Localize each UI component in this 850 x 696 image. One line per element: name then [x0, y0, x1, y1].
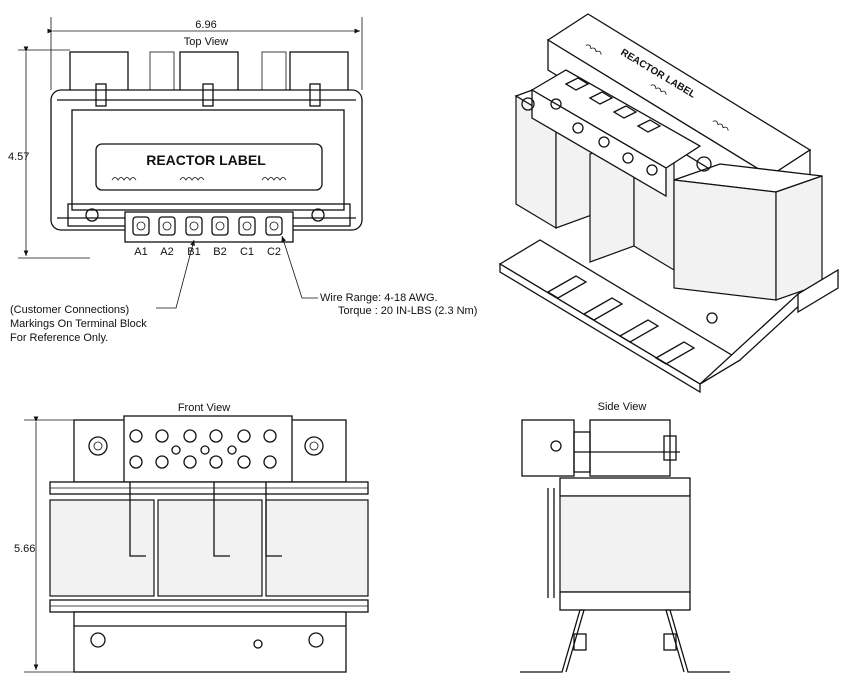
connections-leader [156, 239, 195, 309]
iso-slot [546, 275, 588, 299]
front-coil-a [49, 499, 155, 597]
coil-top-c [289, 51, 349, 93]
terminal-label-b1: B1 [187, 246, 200, 258]
terminal-label-a1: A1 [134, 246, 147, 258]
terminal-label-a2: A2 [160, 246, 173, 258]
height-dimension: 5.66 [14, 543, 35, 555]
side-view: Side View [520, 401, 730, 673]
isometric-view: REACTOR LABEL [498, 13, 839, 394]
terminal-label-c2: C2 [267, 246, 281, 258]
coil-top-b [179, 51, 239, 93]
reactor-label-plate [95, 143, 323, 191]
width-dimension: 6.96 [195, 19, 216, 31]
wire-range-leader [281, 235, 318, 299]
side-view-title: Side View [598, 401, 647, 413]
note-connections-2: Markings On Terminal Block [10, 318, 147, 330]
front-terminal-block [123, 415, 293, 483]
iso-stud [521, 97, 535, 111]
front-view-title: Front View [178, 402, 230, 414]
front-coil-c [265, 499, 369, 597]
note-torque: Torque : 20 IN-LBS (2.3 Nm) [338, 305, 477, 317]
iso-coil-c [673, 179, 777, 301]
stud [309, 83, 321, 107]
side-coil [559, 495, 691, 593]
side-label-plate [589, 419, 671, 477]
front-base [73, 611, 347, 673]
iso-slot [582, 297, 624, 321]
coil-symbol [261, 177, 287, 181]
side-foot-left [520, 609, 585, 673]
note-wire-range: Wire Range: 4-18 AWG. [320, 292, 438, 304]
top-view-title: Top View [184, 36, 228, 48]
coil-symbol [111, 177, 137, 181]
iso-slot [654, 341, 696, 365]
iso-stud [696, 156, 712, 172]
side-upper-clamp [559, 477, 691, 497]
reactor-label-text: REACTOR LABEL [146, 152, 266, 168]
front-coil-b [157, 499, 263, 597]
iso-slot [618, 319, 660, 343]
note-connections-1: (Customer Connections) [10, 304, 129, 316]
side-foot-right [665, 609, 730, 673]
stud [95, 83, 107, 107]
coil-symbol [179, 177, 205, 181]
coil-top-a [69, 51, 129, 93]
top-terminal-block [124, 211, 294, 243]
note-connections-3: For Reference Only. [10, 332, 108, 344]
top-view: Top View 6.96 4.57 REACTOR LABEL [8, 17, 477, 344]
front-terminal-screws [129, 429, 277, 469]
iso-terminal-screws [550, 77, 662, 176]
front-view: Front View 5.66 [14, 402, 369, 673]
stud [202, 83, 214, 107]
terminal-label-c1: C1 [240, 246, 254, 258]
top-core [71, 109, 345, 211]
side-terminal-block [521, 419, 575, 477]
terminal-label-b2: B2 [213, 246, 226, 258]
terminal-screws [132, 216, 283, 236]
depth-dimension: 4.57 [8, 151, 29, 163]
side-lower-clamp [559, 591, 691, 611]
